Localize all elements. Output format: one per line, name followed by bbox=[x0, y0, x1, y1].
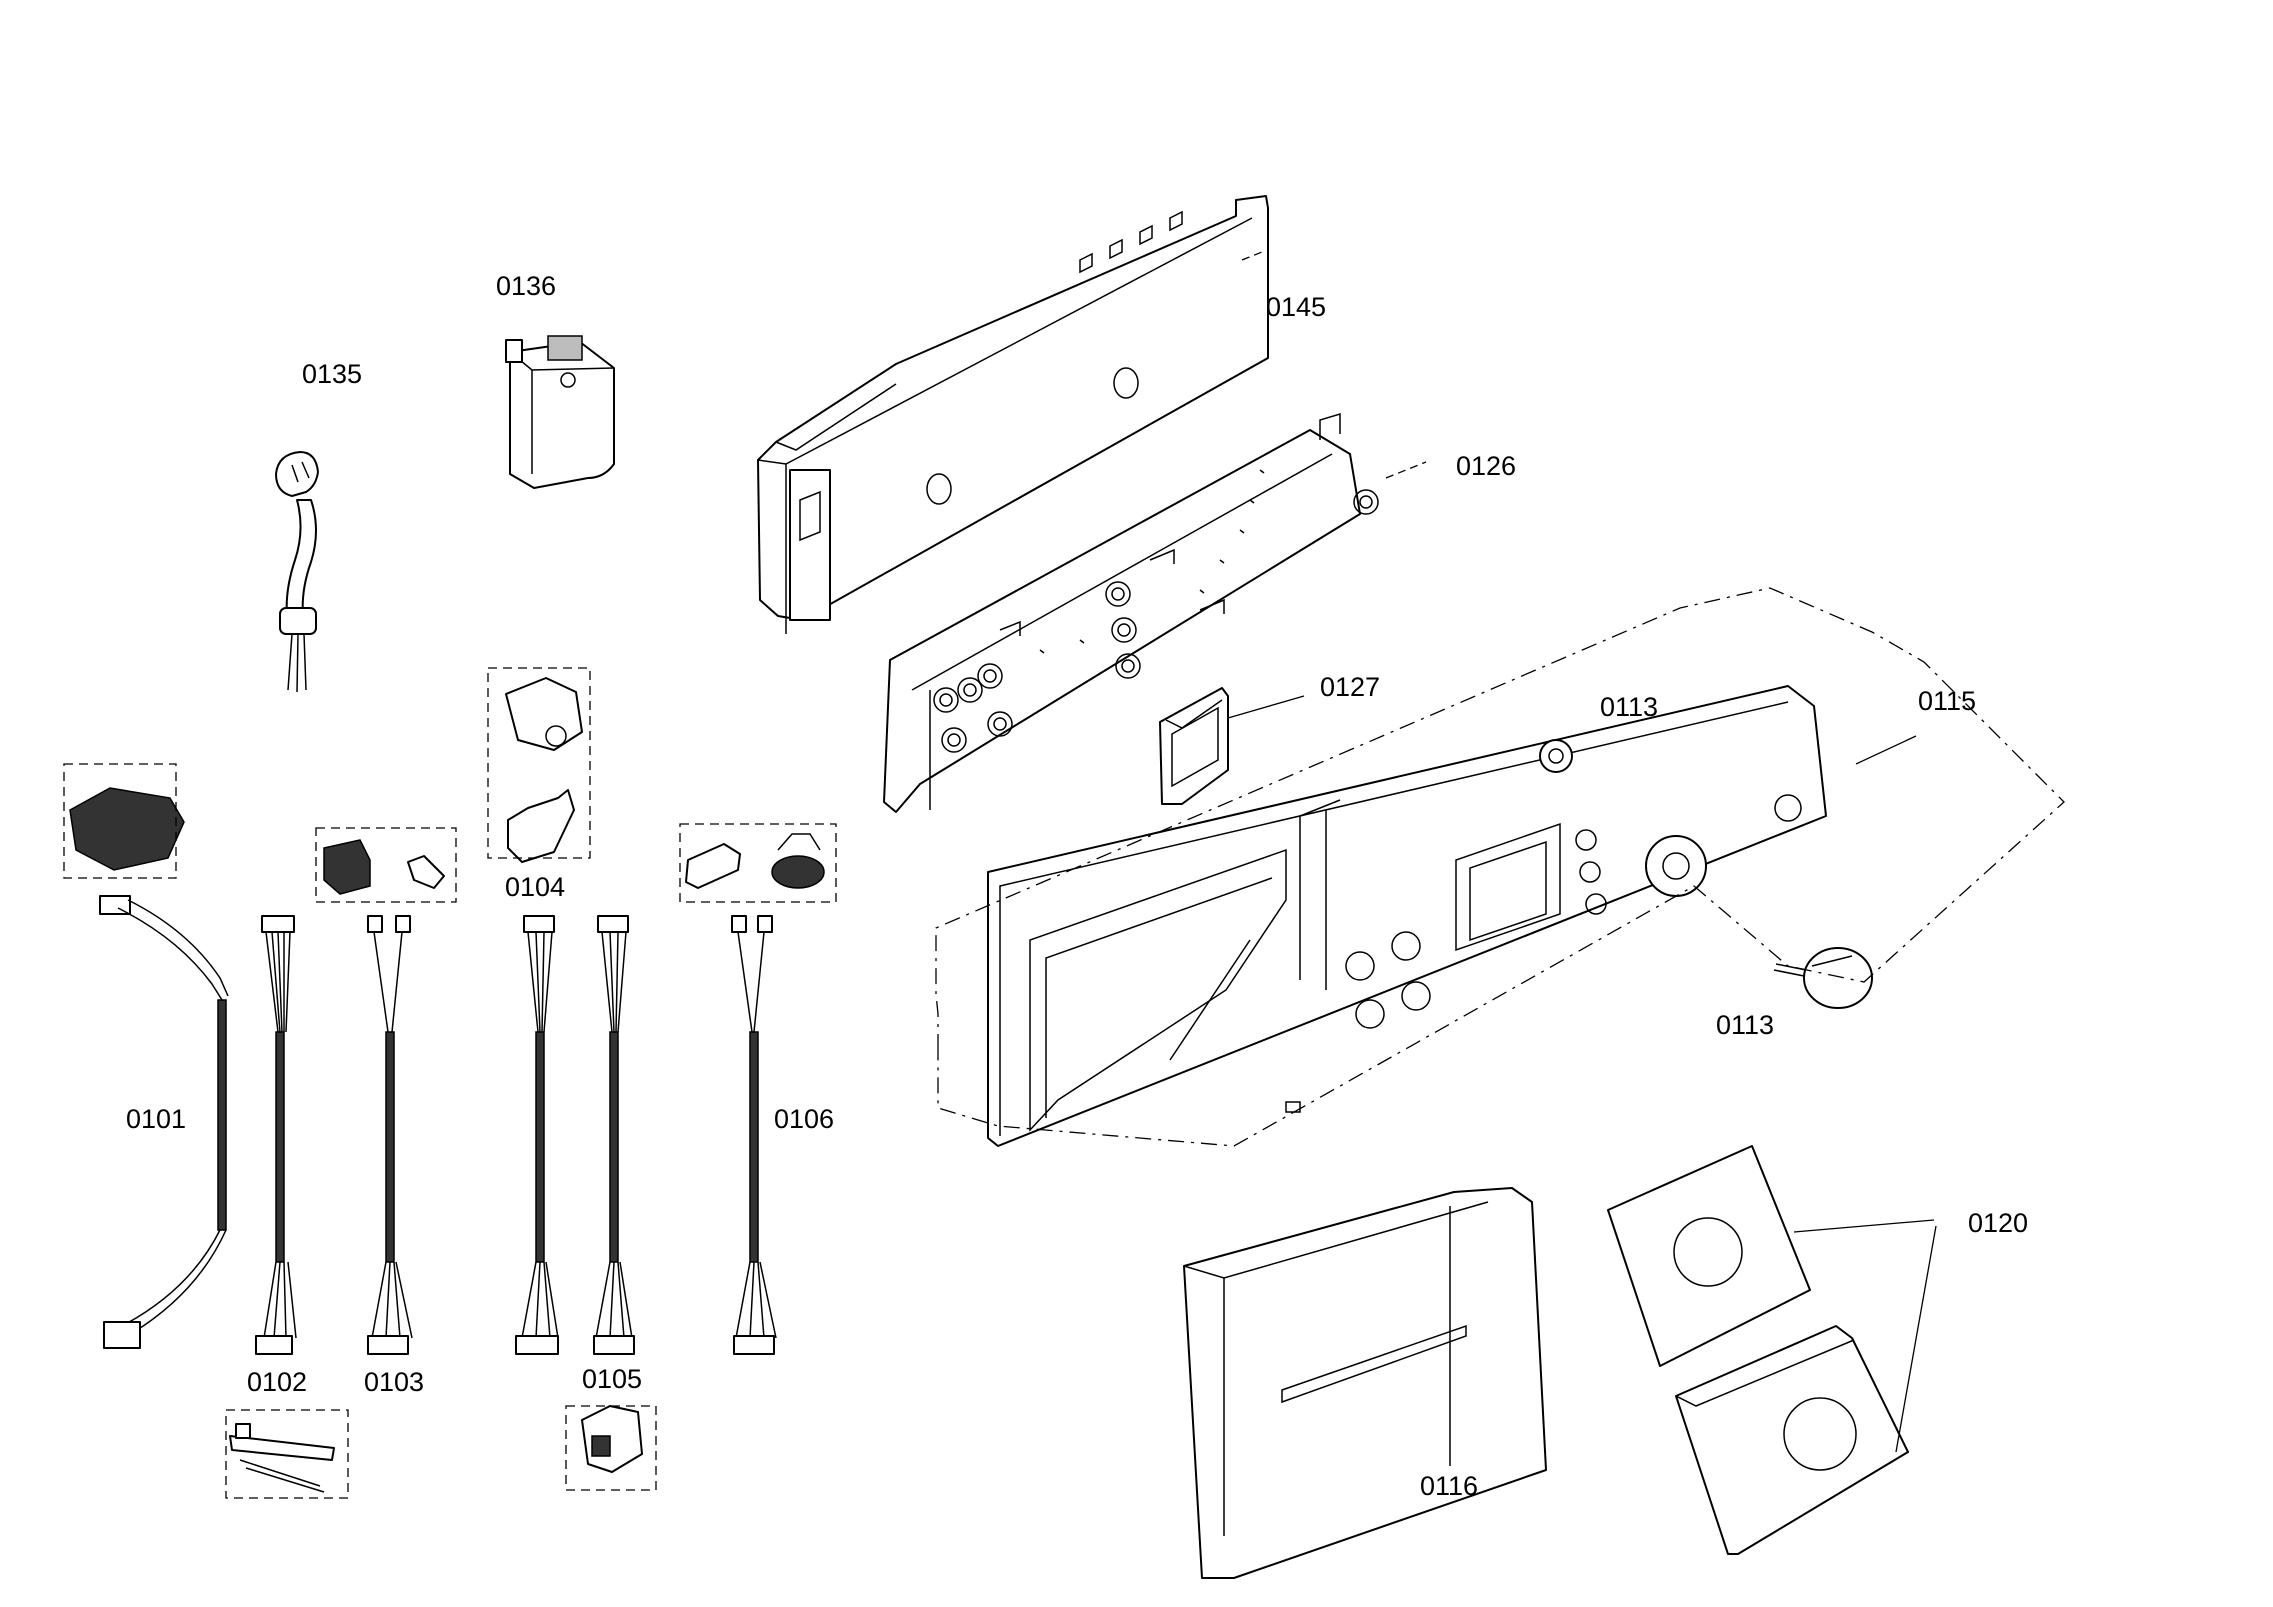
component-door-lock-0105[interactable] bbox=[581, 1405, 643, 1473]
leader-0115 bbox=[1855, 735, 1917, 765]
component-valve-0103[interactable] bbox=[323, 839, 445, 895]
part-0120-cover-plate-top[interactable] bbox=[1607, 1145, 1811, 1367]
leader-0120-b bbox=[1895, 1225, 1937, 1453]
label-0115: 0115 bbox=[1918, 686, 1976, 716]
part-0106-wire-harness[interactable] bbox=[731, 915, 777, 1355]
label-0113-b: 0113 bbox=[1716, 1010, 1774, 1040]
label-0145: 0145 bbox=[1266, 292, 1326, 322]
part-0136-interference-filter[interactable] bbox=[505, 335, 615, 489]
leader-0145 bbox=[1241, 251, 1263, 261]
part-0115-control-panel[interactable] bbox=[987, 685, 1827, 1147]
label-0116: 0116 bbox=[1420, 1471, 1478, 1501]
part-0120-cover-plate-bottom[interactable] bbox=[1675, 1325, 1909, 1555]
label-0106: 0106 bbox=[774, 1104, 834, 1134]
label-0105: 0105 bbox=[582, 1364, 642, 1394]
part-0116-drawer-handle[interactable] bbox=[1183, 1187, 1547, 1579]
leader-0126 bbox=[1385, 461, 1427, 479]
leader-0127 bbox=[1227, 695, 1305, 719]
part-0105-wire-harness[interactable] bbox=[593, 915, 635, 1355]
label-0126: 0126 bbox=[1456, 451, 1516, 481]
part-0103-wire-harness[interactable] bbox=[367, 915, 413, 1355]
part-0145-control-module-housing[interactable] bbox=[757, 195, 1269, 634]
part-0104-wire-harness[interactable] bbox=[515, 915, 559, 1355]
label-0113-a: 0113 bbox=[1600, 692, 1658, 722]
part-0102-wire-harness[interactable] bbox=[255, 915, 297, 1355]
label-0127: 0127 bbox=[1320, 672, 1380, 702]
subgroup-box-0105 bbox=[565, 1405, 657, 1491]
label-0104: 0104 bbox=[505, 872, 565, 902]
label-0103: 0103 bbox=[364, 1367, 424, 1397]
label-0120: 0120 bbox=[1968, 1208, 2028, 1238]
assembly-outline-0115 bbox=[935, 587, 2065, 1147]
component-pressure-switch-0106[interactable] bbox=[685, 833, 825, 889]
part-0126-control-board[interactable] bbox=[883, 412, 1379, 813]
subgroup-box-0102 bbox=[225, 1409, 349, 1499]
label-0102: 0102 bbox=[247, 1367, 307, 1397]
part-0135-power-cord[interactable] bbox=[275, 451, 319, 693]
label-0135: 0135 bbox=[302, 359, 362, 389]
part-0113-knob-cap[interactable] bbox=[1539, 739, 1573, 773]
subgroup-box-0106 bbox=[679, 823, 837, 903]
part-0113-selector-knob[interactable] bbox=[1773, 947, 1873, 1009]
subgroup-box-0103 bbox=[315, 827, 457, 903]
part-0101-drain-pump-harness[interactable] bbox=[69, 787, 229, 1349]
subgroup-box-0101 bbox=[63, 763, 177, 879]
subgroup-box-0104 bbox=[487, 667, 591, 859]
component-heater-0102[interactable] bbox=[229, 1423, 335, 1493]
part-0127-display-module[interactable] bbox=[1159, 687, 1229, 805]
leader-0120-a bbox=[1793, 1219, 1935, 1233]
label-0136: 0136 bbox=[496, 271, 556, 301]
component-inlet-valve-0104[interactable] bbox=[505, 677, 583, 863]
label-0101: 0101 bbox=[126, 1104, 186, 1134]
